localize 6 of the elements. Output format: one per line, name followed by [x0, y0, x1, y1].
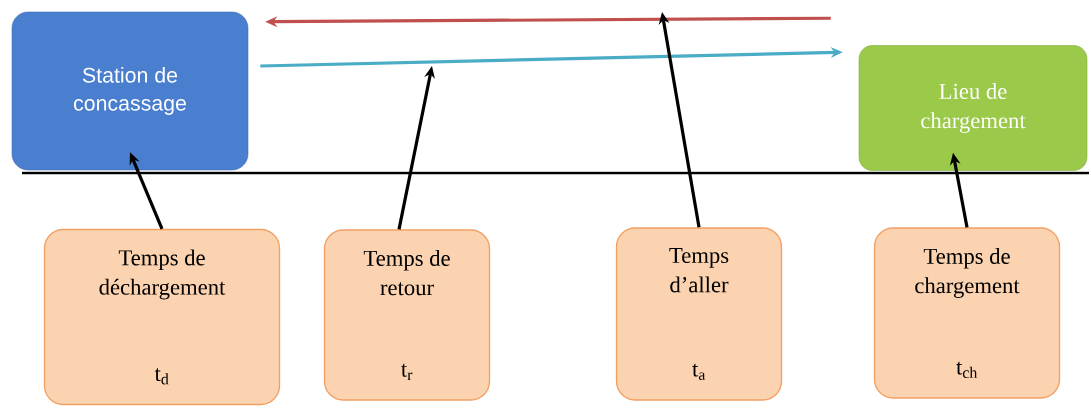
- process-box: Station de concassage: [11, 11, 249, 171]
- time-box: Temps d’aller t$_{a}$: [615, 227, 783, 401]
- time-box: Temps de déchargement t$_{d}$: [43, 228, 281, 406]
- time-box: Temps de chargement t$_{ch}$: [873, 227, 1061, 399]
- time-box: Temps de retour t$_{r}$: [323, 229, 491, 401]
- process-box: Lieu de chargement: [858, 45, 1088, 171]
